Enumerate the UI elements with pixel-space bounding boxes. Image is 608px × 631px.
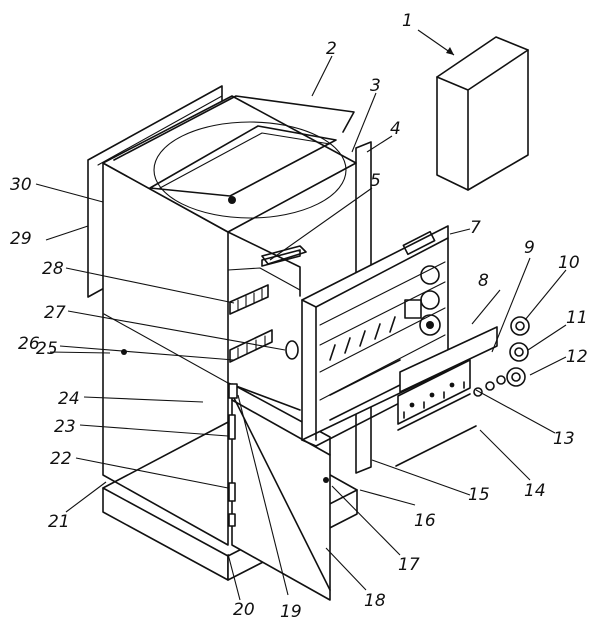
callout-22: 22	[50, 449, 72, 469]
hinge-28	[229, 284, 269, 315]
callout-26-group: 26	[18, 334, 40, 354]
callout-10: 10	[558, 253, 580, 273]
leader-lines	[35, 29, 567, 601]
callout-25: 25	[36, 339, 58, 359]
callout-3: 3	[370, 76, 381, 96]
callout-26-visible: 26	[18, 334, 40, 354]
callout-5: 5	[370, 171, 381, 191]
callout-13: 13	[553, 429, 575, 449]
callout-12: 12	[566, 347, 588, 367]
label-plate	[399, 326, 498, 393]
cabinet-top	[102, 95, 357, 233]
latch-parts	[228, 383, 238, 527]
callout-18: 18	[364, 591, 386, 611]
callout-19: 19	[280, 602, 302, 622]
callout-labels: 1 2 3 4 5 7 8 9 10 11 12 13 14 15 16 17 …	[10, 11, 588, 622]
callout-8: 8	[478, 271, 489, 291]
callout-20: 20	[233, 600, 255, 620]
hinge-25	[229, 329, 273, 363]
part-1-box	[436, 36, 529, 191]
callout-23: 23	[54, 417, 76, 437]
knob-panel	[397, 359, 471, 431]
callout-28: 28	[42, 259, 64, 279]
bracket-5	[261, 249, 301, 267]
callout-9: 9	[524, 238, 535, 258]
callout-21: 21	[48, 512, 70, 532]
callout-11: 11	[566, 308, 588, 328]
callout-15: 15	[468, 485, 490, 505]
callout-2: 2	[326, 39, 337, 59]
callout-16: 16	[414, 511, 436, 531]
callout-14: 14	[524, 481, 546, 501]
callout-7: 7	[470, 218, 481, 238]
callout-4: 4	[390, 119, 401, 139]
callout-17: 17	[398, 555, 420, 575]
callout-24: 24	[58, 389, 80, 409]
knobs	[473, 316, 530, 397]
callout-30: 30	[10, 175, 32, 195]
part-27-roller	[285, 340, 299, 360]
callout-29: 29	[10, 229, 32, 249]
callout-1: 1	[402, 11, 413, 31]
rod-14	[395, 425, 477, 467]
callout-27: 27	[44, 303, 66, 323]
